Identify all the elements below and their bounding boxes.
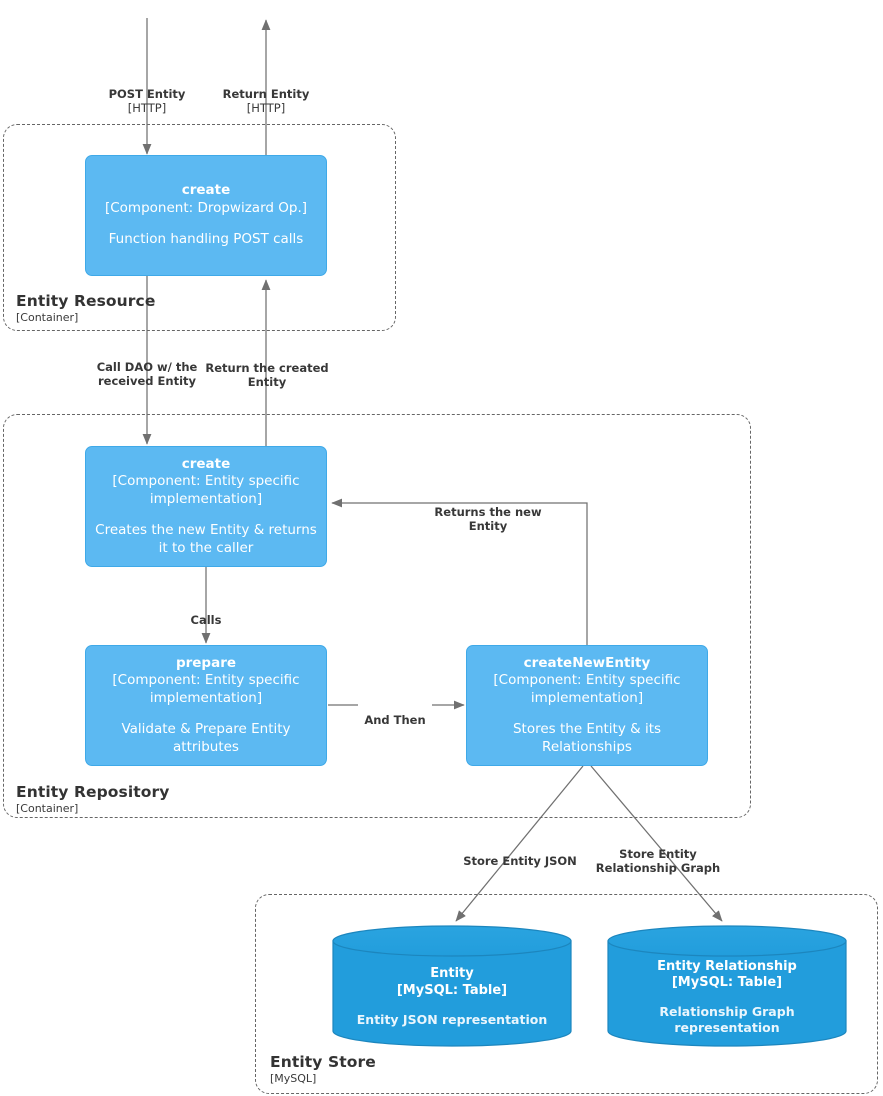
database-text: Entity Relationship [MySQL: Table] Relat… [607,955,847,1039]
boundary-name: Entity Repository [16,783,170,801]
component-description: Creates the new Entity & returns it to t… [95,521,317,556]
component-technology: [Component: Entity specific implementati… [112,672,300,706]
component-description: Validate & Prepare Entity attributes [121,720,291,755]
edge-label-text: Calls [190,612,222,627]
edge-label-text: Store Entity Relationship Graph [595,846,721,876]
boundary-type: [Container] [16,310,79,324]
boundary-label-entity-store: Entity Store [MySQL] [270,1053,530,1085]
component-description: Stores the Entity & its Relationships [512,720,662,755]
edge-label-calls: Calls [176,598,236,627]
component-title: create [181,455,231,472]
component-repo-prepare[interactable]: prepare [Component: Entity specific impl… [85,645,327,766]
database-description: Relationship Graph representation [659,1004,795,1035]
edge-label-store-relationship: Store Entity Relationship Graph [590,832,726,876]
boundary-type: [MySQL] [270,1071,317,1085]
boundary-label-entity-repository: Entity Repository [Container] [16,783,316,815]
database-title: Entity Relationship [657,958,797,974]
edge-label-text: Return the created Entity [205,360,329,390]
component-description: Function handling POST calls [108,231,304,248]
edge-label-tech: [HTTP] [246,101,286,116]
edge-label-tech: [HTTP] [127,101,167,116]
database-text: Entity [MySQL: Table] Entity JSON repres… [332,955,572,1039]
database-technology: [MySQL: Table] [396,982,508,998]
component-technology: [Component: Dropwizard Op.] [104,199,308,216]
cylinder-shape [332,925,572,1047]
edge-label-return-entity: Return Entity [HTTP] [196,72,336,131]
edge-label-and-then: And Then [358,698,432,728]
boundary-entity-repository [3,414,751,818]
edge-label-returns-new-entity: Returns the new Entity [425,490,551,534]
component-title: create [181,182,231,199]
database-description: Entity JSON representation [356,1011,548,1027]
database-title: Entity [430,966,474,982]
component-resource-create[interactable]: create [Component: Dropwizard Op.] Funct… [85,155,327,276]
boundary-entity-store [255,894,878,1094]
edge-label-text: Store Entity JSON [463,853,577,868]
component-technology: [Component: Entity specific implementati… [112,473,300,507]
edge-label-return-created: Return the created Entity [197,346,337,390]
edge-label-text: Return Entity [222,86,310,101]
component-repo-create[interactable]: create [Component: Entity specific imple… [85,446,327,567]
component-create-new-entity[interactable]: createNewEntity [Component: Entity speci… [466,645,708,766]
database-technology: [MySQL: Table] [671,974,783,990]
edge-label-text: Returns the new Entity [434,504,542,534]
cylinder-shape [607,925,847,1047]
boundary-entity-resource [3,124,396,331]
edge-label-store-entity-json: Store Entity JSON [452,839,588,868]
edge-label-text: And Then [364,712,426,727]
database-entity[interactable]: Entity [MySQL: Table] Entity JSON repres… [332,925,572,1047]
edge-label-post-entity: POST Entity [HTTP] [77,72,217,131]
boundary-name: Entity Store [270,1053,376,1071]
component-technology: [Component: Entity specific implementati… [493,672,681,706]
boundary-name: Entity Resource [16,292,156,310]
boundary-label-entity-resource: Entity Resource [Container] [16,292,276,324]
database-entity-relationship[interactable]: Entity Relationship [MySQL: Table] Relat… [607,925,847,1047]
component-title: createNewEntity [523,654,651,671]
component-title: prepare [175,654,237,671]
boundary-type: [Container] [16,801,79,815]
edge-label-text: POST Entity [108,86,186,101]
edge-label-text: Call DAO w/ the received Entity [96,359,198,389]
edge-label-call-dao: Call DAO w/ the received Entity [81,345,213,389]
